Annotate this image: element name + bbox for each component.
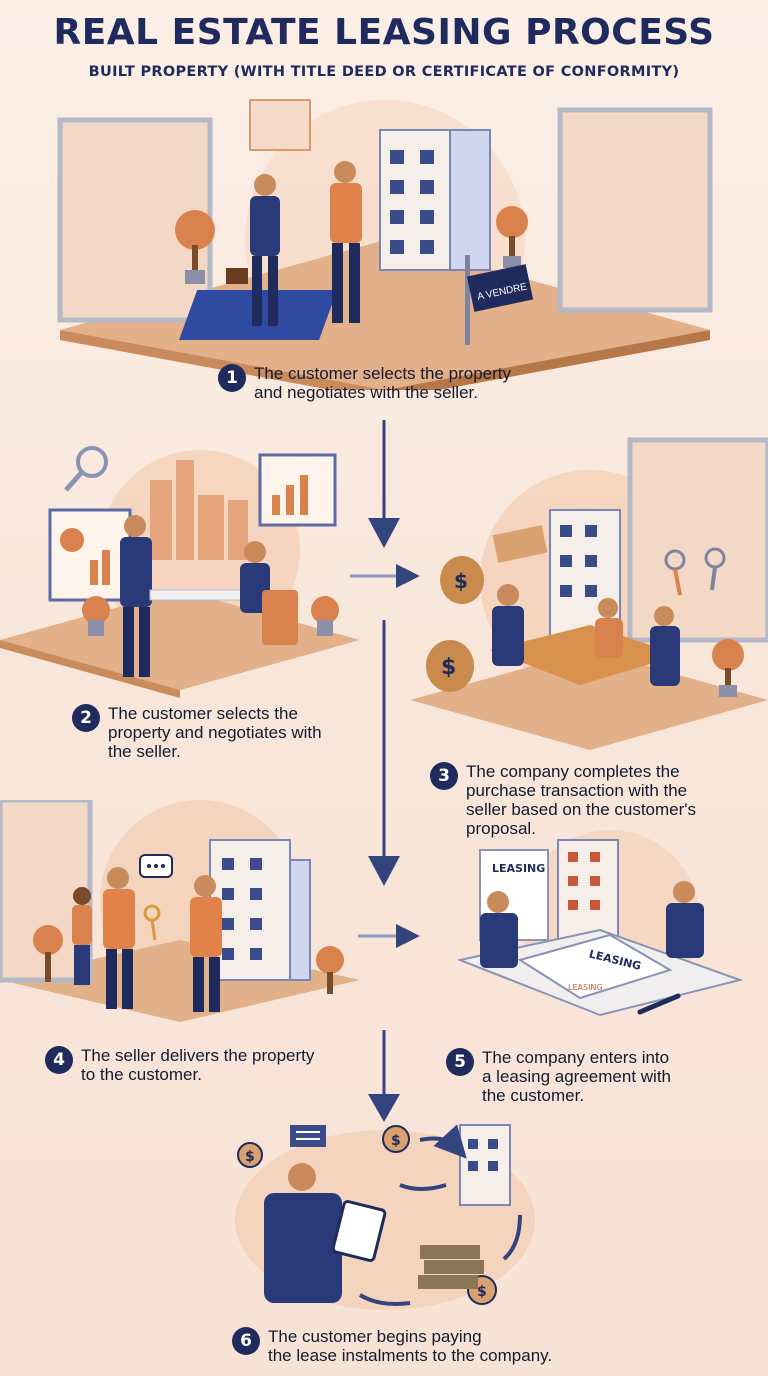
page-title: REAL ESTATE LEASING PROCESS	[53, 12, 715, 53]
payment-arrow	[358, 1293, 411, 1306]
building-icon	[209, 839, 311, 981]
arrow-right-4	[358, 924, 420, 948]
svg-text:$: $	[454, 569, 468, 593]
plant-icon	[82, 596, 110, 636]
tree-icon	[712, 639, 744, 697]
payment-arrow	[399, 1183, 447, 1191]
payment-arrow	[502, 1214, 522, 1261]
plant-icon	[311, 596, 339, 636]
person-company-icon	[595, 598, 623, 658]
step-5-text: The company enters into a leasing agreem…	[482, 1048, 672, 1105]
arrow-right-2	[350, 564, 420, 588]
building-icon	[459, 1124, 511, 1206]
scene-3-illustration: $ $	[410, 437, 768, 750]
person-customer-icon	[264, 1163, 387, 1303]
person-seller-icon	[650, 606, 680, 686]
person-family-icon	[72, 887, 92, 985]
svg-text:$: $	[391, 1133, 401, 1149]
step-4: 4 The seller delivers the property to th…	[45, 1046, 314, 1084]
briefcase-icon	[226, 268, 248, 284]
step-5: 5 The company enters into a leasing agre…	[446, 1048, 671, 1105]
person-customer-icon	[103, 867, 135, 1009]
document-icon	[290, 1125, 326, 1147]
svg-text:$: $	[245, 1149, 255, 1165]
tree-icon	[175, 210, 215, 284]
speech-bubble-icon	[139, 854, 173, 878]
coin-icon: $	[237, 1142, 263, 1168]
scene-2-illustration	[0, 446, 360, 698]
step-6-text: The customer begins paying the lease ins…	[268, 1327, 553, 1365]
person-company-icon	[666, 881, 704, 958]
step-2-number: 2	[72, 704, 100, 732]
person-customer-icon	[226, 174, 280, 326]
person-customer-icon	[480, 891, 518, 968]
money-bag-icon: $	[440, 556, 484, 604]
step-4-text: The seller delivers the property to the …	[81, 1046, 315, 1084]
for-sale-sign: A VENDRE	[465, 255, 534, 345]
building-icon	[557, 839, 619, 941]
step-3-text: The company completes the purchase trans…	[466, 762, 697, 838]
step-3-number: 3	[430, 762, 458, 790]
leasing-contract-icon: LEASING LEASING	[517, 933, 673, 1000]
scene-5-illustration: LEASING LEASING LEASING	[456, 830, 744, 1017]
step-1-text: The customer selects the property and ne…	[254, 364, 512, 402]
step-5-number: 5	[446, 1048, 474, 1076]
building-icon	[379, 129, 491, 271]
arrow-down-3	[368, 1030, 400, 1122]
magnifier-icon	[64, 446, 108, 492]
tree-icon	[33, 925, 63, 982]
pen-icon	[637, 993, 681, 1015]
coin-icon: $	[382, 1125, 410, 1153]
window-frame-right	[557, 107, 713, 313]
svg-text:$: $	[441, 655, 456, 680]
chart-screen-icon	[258, 453, 337, 527]
step-3: 3 The company completes the purchase tra…	[430, 762, 696, 838]
step-2-text: The customer selects the property and ne…	[108, 704, 322, 761]
keys-icon	[664, 547, 726, 596]
scene-6-illustration: $ $ $	[235, 1124, 535, 1310]
arrow-down-1	[368, 420, 400, 548]
person-seller-icon	[190, 875, 222, 1012]
meeting-table	[490, 625, 680, 685]
person-seller-icon	[330, 161, 362, 323]
payment-arrow	[419, 1124, 467, 1159]
person-seller-icon	[240, 541, 298, 645]
step-4-number: 4	[45, 1046, 73, 1074]
tablet-icon	[331, 1200, 387, 1262]
step-1-number: 1	[218, 364, 246, 392]
tree-icon	[496, 206, 528, 268]
step-6: 6 The customer begins paying the lease i…	[232, 1327, 552, 1365]
tree-icon	[316, 946, 344, 994]
chart-screen-icon	[48, 508, 132, 602]
step-1: 1 The customer selects the property and …	[218, 364, 511, 402]
svg-text:$: $	[477, 1284, 487, 1300]
keys-icon	[143, 904, 161, 941]
money-bag-icon: $	[426, 640, 474, 692]
step-2: 2 The customer selects the property and …	[72, 704, 322, 761]
arrow-down-2	[368, 620, 400, 886]
step-6-number: 6	[232, 1327, 260, 1355]
svg-text:LEASING: LEASING	[492, 862, 545, 875]
window-frame-right	[627, 437, 768, 643]
person-customer-icon	[492, 584, 524, 666]
desk	[149, 589, 251, 601]
person-customer-icon	[120, 515, 152, 677]
svg-text:LEASING: LEASING	[568, 983, 603, 992]
page-subtitle: BUILT PROPERTY (WITH TITLE DEED OR CERTI…	[88, 64, 680, 80]
cash-stack-icon	[418, 1245, 484, 1289]
scene-1-illustration: A VENDRE	[57, 99, 713, 390]
scene-4-illustration	[0, 800, 360, 1022]
banknote-icon	[492, 525, 548, 563]
